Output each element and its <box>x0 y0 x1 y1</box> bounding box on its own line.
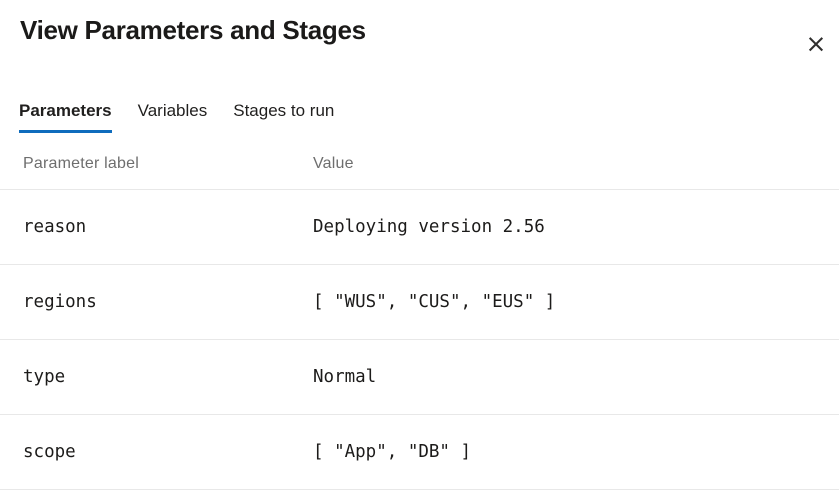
parameter-label-cell: type <box>23 367 66 387</box>
parameter-value-cell: [ "WUS", "CUS", "EUS" ] <box>313 292 556 312</box>
table-header-row: Parameter label Value <box>0 133 839 190</box>
table-row: type Normal <box>0 340 839 415</box>
parameter-value-cell: Deploying version 2.56 <box>313 217 545 237</box>
parameter-label-cell: regions <box>23 292 97 312</box>
parameter-label-cell: reason <box>23 217 87 237</box>
dialog-header: View Parameters and Stages <box>0 0 839 48</box>
table-row: scope [ "App", "DB" ] <box>0 415 839 490</box>
tab-parameters[interactable]: Parameters <box>19 100 112 133</box>
tab-strip: Parameters Variables Stages to run <box>19 100 839 133</box>
table-row: reason Deploying version 2.56 <box>0 190 839 265</box>
tab-stages-to-run[interactable]: Stages to run <box>233 101 335 120</box>
table-body: reason Deploying version 2.56 regions [ "WU… <box>0 190 839 490</box>
column-header-parameter-label: Parameter label <box>23 155 139 172</box>
parameter-label-cell: scope <box>23 442 76 462</box>
parameters-table: Parameter label Value reason Deploying ve… <box>0 133 839 490</box>
parameter-value-cell: [ "App", "DB" ] <box>313 442 472 462</box>
parameter-value-cell: Normal <box>313 367 377 387</box>
dialog-title: View Parameters and Stages <box>20 15 366 45</box>
table-row: regions [ "WUS", "CUS", "EUS" ] <box>0 265 839 340</box>
tab-variables[interactable]: Variables <box>137 101 208 120</box>
close-icon: × <box>805 28 827 58</box>
column-header-value: Value <box>313 155 354 172</box>
close-button[interactable]: × <box>801 28 831 58</box>
